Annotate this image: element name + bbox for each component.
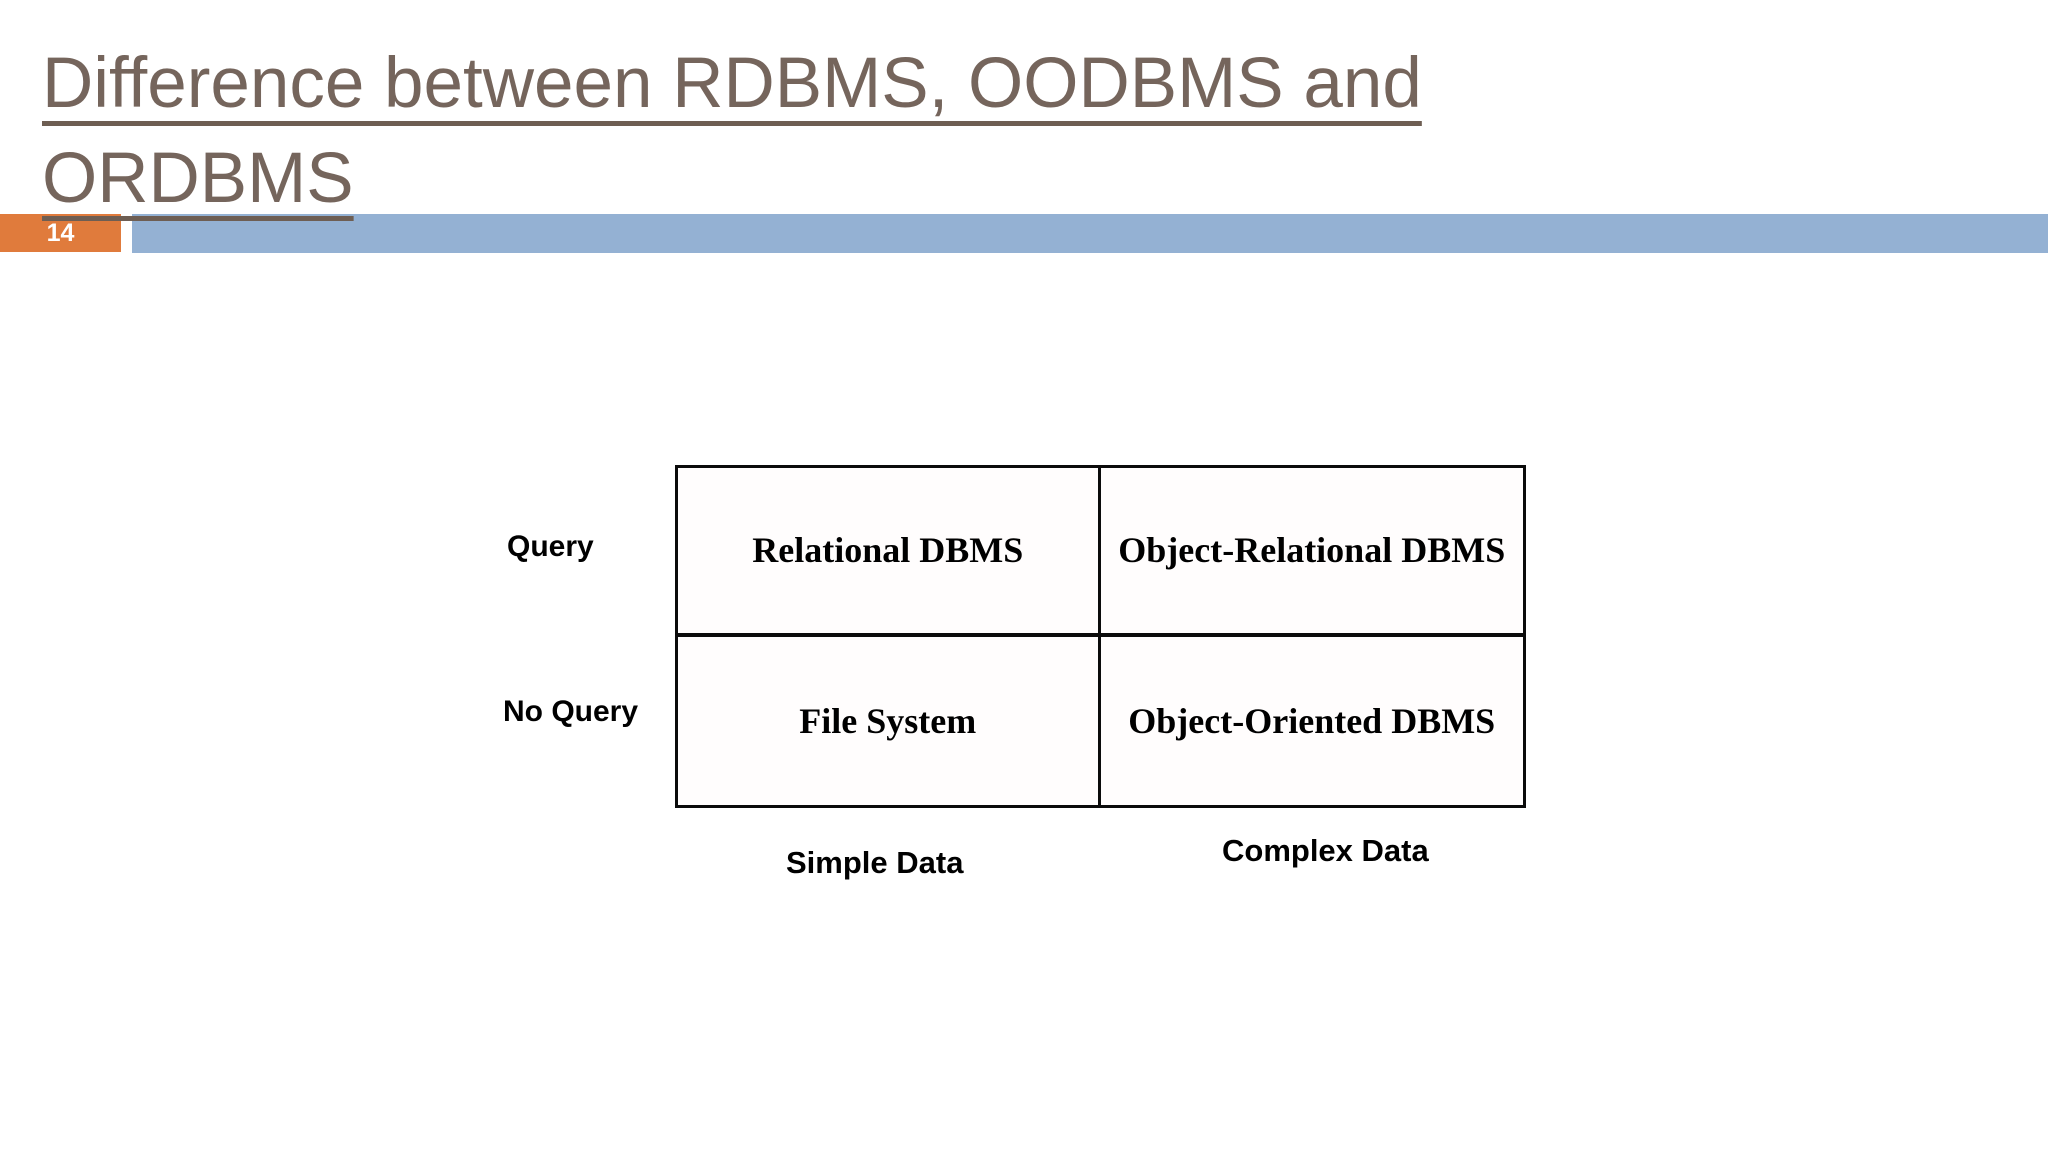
matrix-cell-relational-dbms: Relational DBMS: [678, 468, 1101, 637]
accent-divider-bar: [132, 214, 2048, 253]
page-number-badge: 14: [0, 214, 121, 252]
slide-title: Difference between RDBMS, OODBMS and ORD…: [42, 36, 1642, 226]
col-label-complex-data: Complex Data: [1222, 833, 1429, 868]
matrix-cell-file-system: File System: [678, 636, 1101, 805]
slide-title-line-1: Difference between RDBMS, OODBMS and: [42, 44, 1422, 123]
page-number: 14: [46, 218, 75, 247]
col-label-simple-data: Simple Data: [786, 845, 964, 880]
slide-title-line-2: ORDBMS: [42, 139, 354, 218]
row-label-no-query: No Query: [503, 695, 639, 728]
dbms-quadrant-matrix: Relational DBMS Object-Relational DBMS F…: [675, 465, 1526, 808]
matrix-cell-object-relational-dbms: Object-Relational DBMS: [1100, 468, 1523, 637]
matrix-cell-object-oriented-dbms: Object-Oriented DBMS: [1128, 700, 1496, 741]
row-label-query: Query: [507, 530, 594, 563]
